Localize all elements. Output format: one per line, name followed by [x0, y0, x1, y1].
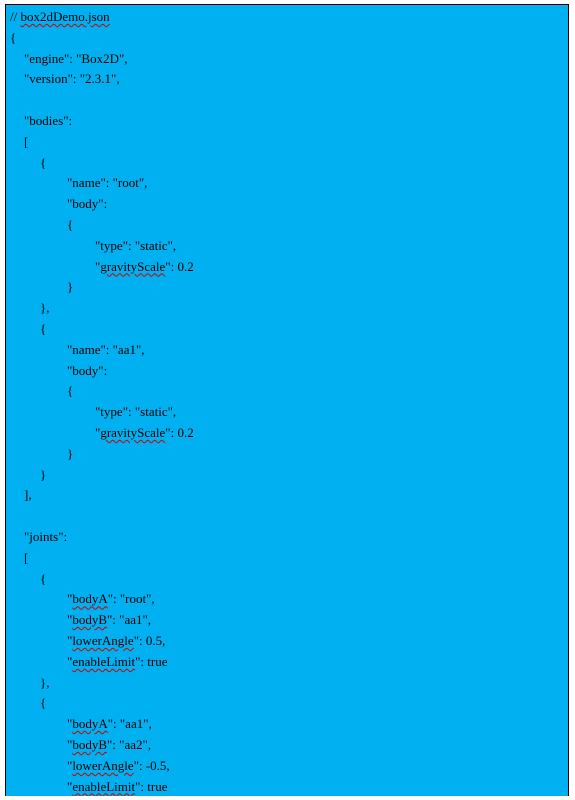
code-token: "body":: [67, 196, 108, 212]
code-line: {: [40, 320, 46, 338]
code-token: {: [10, 29, 17, 45]
code-token: {: [40, 154, 47, 170]
code-token: ": 0.5,: [133, 633, 166, 648]
spellcheck-token: gravityScale: [100, 425, 166, 440]
code-token: ": [95, 425, 101, 440]
code-line: "bodyA": "aa1",: [67, 715, 152, 733]
code-line: "engine": "Box2D",: [24, 50, 128, 68]
code-token: "version": "2.3.1",: [24, 71, 120, 87]
code-token: "bodies":: [24, 113, 73, 128]
code-token: }: [67, 279, 74, 295]
code-line: }: [67, 278, 73, 296]
code-token: },: [40, 300, 50, 316]
code-token: "joints":: [24, 529, 68, 544]
code-line: "bodyA": "root",: [67, 590, 155, 608]
code-token: ": [67, 612, 73, 628]
code-token: {: [40, 321, 47, 336]
code-token: {: [40, 695, 47, 711]
code-token: ": [95, 258, 101, 274]
code-token: ": "aa1",: [107, 716, 152, 732]
code-token: }: [67, 445, 74, 461]
spellcheck-token: lowerAngle: [72, 757, 134, 773]
code-token: },: [40, 674, 50, 690]
code-token: }: [40, 466, 47, 482]
code-line: "enableLimit": true: [67, 778, 168, 796]
code-token: {: [67, 217, 74, 232]
code-line: {: [10, 29, 16, 47]
code-token: ": "aa2",: [106, 737, 152, 752]
code-token: ": 0.2: [165, 258, 194, 274]
code-line: {: [40, 694, 46, 712]
code-line: {: [67, 216, 73, 234]
code-line: "name": "aa1",: [67, 341, 145, 359]
spellcheck-token: gravityScale: [100, 258, 166, 274]
spellcheck-token: bodyA: [72, 716, 108, 732]
code-token: [: [24, 133, 29, 149]
code-line: "type": "static",: [95, 237, 176, 255]
code-line: },: [40, 299, 50, 317]
code-line: [: [24, 133, 28, 151]
code-token: ": "root",: [107, 591, 155, 607]
code-line: "gravityScale": 0.2: [95, 424, 194, 442]
code-token: "body":: [67, 362, 108, 378]
code-token: {: [40, 570, 47, 586]
code-line: "bodyB": "aa2",: [67, 736, 151, 754]
code-line: "gravityScale": 0.2: [95, 258, 194, 276]
spellcheck-token: lowerAngle: [72, 633, 134, 648]
code-line: "lowerAngle": 0.5,: [67, 632, 165, 650]
code-token: //: [10, 9, 21, 24]
code-token: ": [67, 591, 73, 607]
code-line: ],: [24, 486, 32, 504]
code-token: ],: [24, 487, 32, 503]
code-line: // box2dDemo.json: [10, 8, 110, 26]
code-token: ": [67, 633, 73, 648]
code-line: "body":: [67, 195, 107, 213]
code-token: ": [67, 778, 73, 794]
code-line: "bodies":: [24, 112, 72, 130]
code-line: [: [24, 549, 28, 567]
code-line: "body":: [67, 362, 107, 380]
code-token: ": 0.2: [165, 425, 194, 440]
code-line: {: [40, 154, 46, 172]
code-line: "name": "root",: [67, 174, 147, 192]
code-line: }: [67, 445, 73, 463]
code-line: }: [40, 466, 46, 484]
spellcheck-token: bodyB: [72, 612, 107, 628]
code-line: "joints":: [24, 528, 67, 546]
code-token: ": [67, 757, 73, 773]
code-token: {: [67, 383, 74, 399]
code-token: ": [67, 737, 73, 752]
code-token: ": true: [135, 653, 168, 669]
spellcheck-token: enableLimit: [72, 653, 136, 669]
spellcheck-token: enableLimit: [72, 778, 136, 794]
code-line: "bodyB": "aa1",: [67, 611, 151, 629]
code-token: ": [67, 653, 73, 669]
code-line: "type": "static",: [95, 403, 176, 421]
code-line: "version": "2.3.1",: [24, 70, 120, 88]
code-token: "type": "static",: [95, 404, 177, 420]
code-token: [: [24, 549, 29, 565]
code-token: "type": "static",: [95, 237, 177, 253]
code-token: "name": "root",: [67, 175, 148, 191]
code-line: {: [40, 570, 46, 588]
code-line: "enableLimit": true: [67, 653, 168, 671]
code-token: ": "aa1",: [106, 612, 152, 628]
code-token: ": [67, 716, 73, 732]
code-line: {: [67, 382, 73, 400]
code-line: },: [40, 674, 50, 692]
code-token: "name": "aa1",: [67, 341, 145, 357]
spellcheck-token: bodyB: [72, 737, 107, 752]
spellcheck-token: bodyA: [72, 591, 108, 607]
code-token: ": true: [135, 778, 168, 794]
code-line: "lowerAngle": -0.5,: [67, 757, 170, 775]
code-block: // box2dDemo.json { "engine": "Box2D", "ver…: [5, 4, 569, 796]
code-token: ": -0.5,: [133, 757, 170, 773]
code-token: "engine": "Box2D",: [24, 50, 128, 66]
spellcheck-token: box2dDemo.json: [20, 9, 110, 24]
